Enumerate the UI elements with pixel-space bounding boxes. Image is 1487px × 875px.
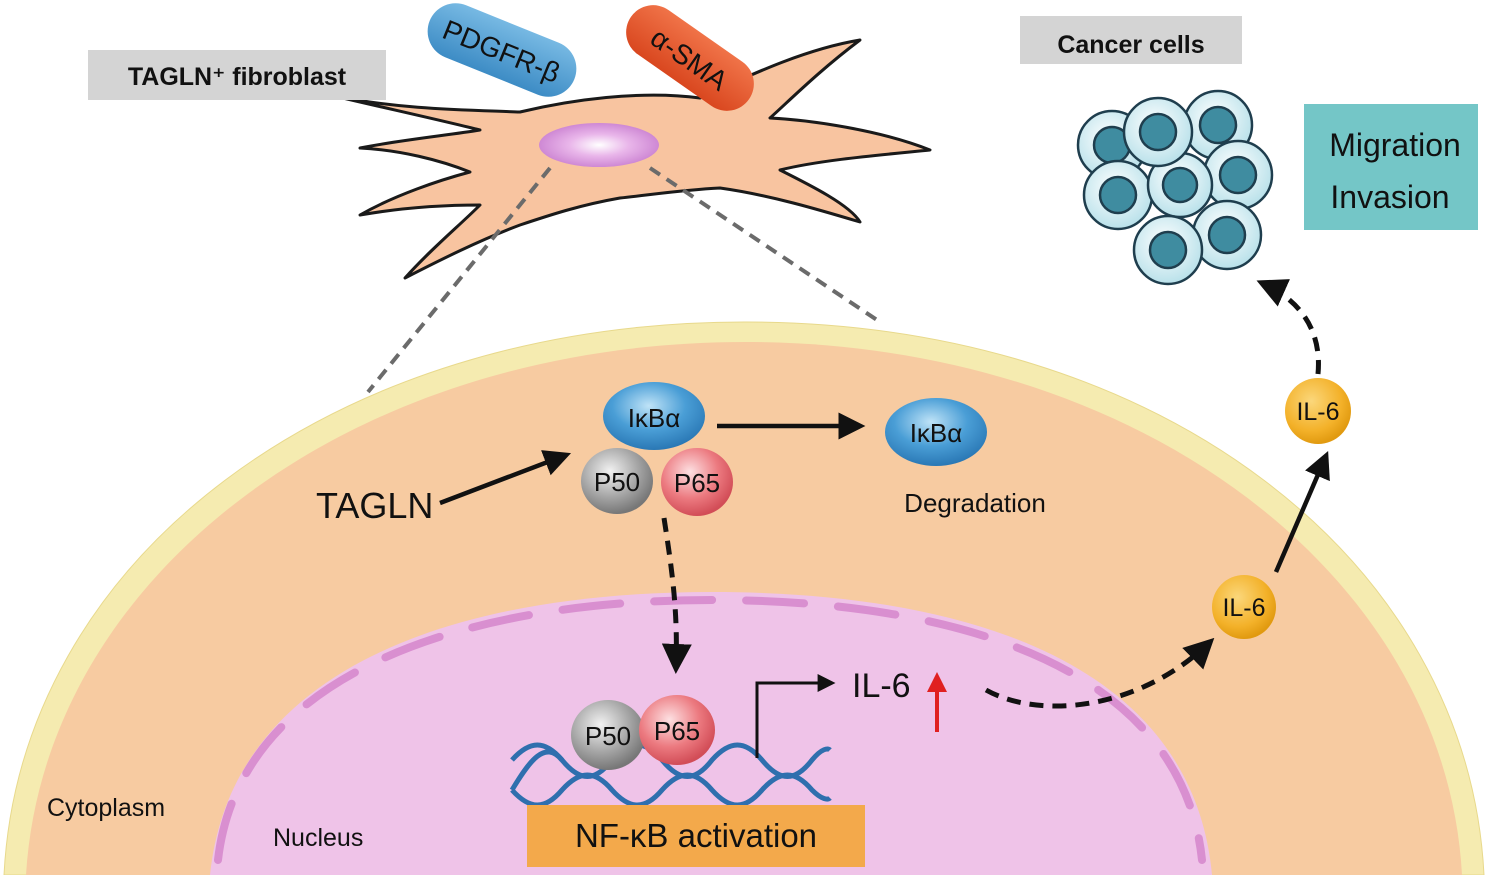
p50-nuclear-bubble (571, 700, 645, 770)
nuclear-translocation-arrow (661, 517, 692, 674)
ikba-bubble (603, 382, 705, 450)
dna-helix (509, 742, 832, 808)
ikba-label: IκBα (628, 403, 681, 433)
p50-label: P50 (594, 467, 640, 497)
zoom-line-left (366, 166, 552, 394)
fibroblast-cell (328, 38, 932, 280)
nucleus-label: Nucleus (273, 824, 363, 852)
il6-extracellular-bubble (1285, 378, 1351, 444)
nfkb-activation-label: NF-κB activation (575, 817, 817, 854)
il6-to-cancer-arrow (1256, 279, 1321, 375)
nfkb-activation-box (527, 805, 865, 867)
migration-label: Migration (1329, 127, 1461, 163)
cancer-cell-cluster (1076, 89, 1274, 286)
nuclear-envelope (214, 595, 1206, 864)
transcription-arrow (755, 674, 836, 758)
cytoplasm-label: Cytoplasm (47, 794, 165, 822)
fibroblast-title-box (88, 50, 386, 100)
pdgfr-beta-marker: PDGFR-β (427, 3, 577, 97)
il6-secreted-bubble (1212, 575, 1276, 639)
fibroblast-nucleus-icon (539, 123, 659, 167)
cancer-title: Cancer cells (1057, 31, 1204, 59)
cancer-cell (1082, 159, 1154, 231)
invasion-label: Invasion (1330, 179, 1449, 215)
cancer-cell (1202, 139, 1274, 211)
p50-nuclear-label: P50 (585, 721, 631, 751)
il6-gene-label: IL-6 (852, 667, 911, 705)
p50-bubble (581, 448, 653, 514)
il6-export-arrow (1273, 451, 1330, 573)
cancer-cell (1122, 96, 1194, 168)
il6-secreted-label: IL-6 (1222, 594, 1265, 622)
p65-nuclear-label: P65 (654, 716, 700, 746)
cancer-cell (1132, 214, 1204, 286)
dna-strand (509, 749, 832, 808)
tagln-label: TAGLN (316, 485, 433, 526)
p65-nuclear-bubble (639, 695, 715, 765)
fibroblast-title: TAGLN⁺ fibroblast (128, 63, 347, 91)
cancer-title-box (1020, 16, 1242, 64)
ikba-degraded-bubble (885, 398, 987, 466)
ikba-degraded-label: IκBα (910, 418, 963, 448)
tagln-arrow (439, 450, 572, 506)
p65-label: P65 (674, 468, 720, 498)
cancer-cell (1191, 199, 1263, 271)
nfkb-ikba-complex: IκBα P50 P65 (581, 382, 733, 516)
secretion-arrow (984, 637, 1215, 709)
il6-extracellular-label: IL-6 (1296, 398, 1339, 426)
zoom-line-right (648, 166, 882, 324)
p65-bubble (661, 448, 733, 516)
degradation-label: Degradation (904, 488, 1046, 518)
migration-invasion-box (1304, 104, 1478, 230)
